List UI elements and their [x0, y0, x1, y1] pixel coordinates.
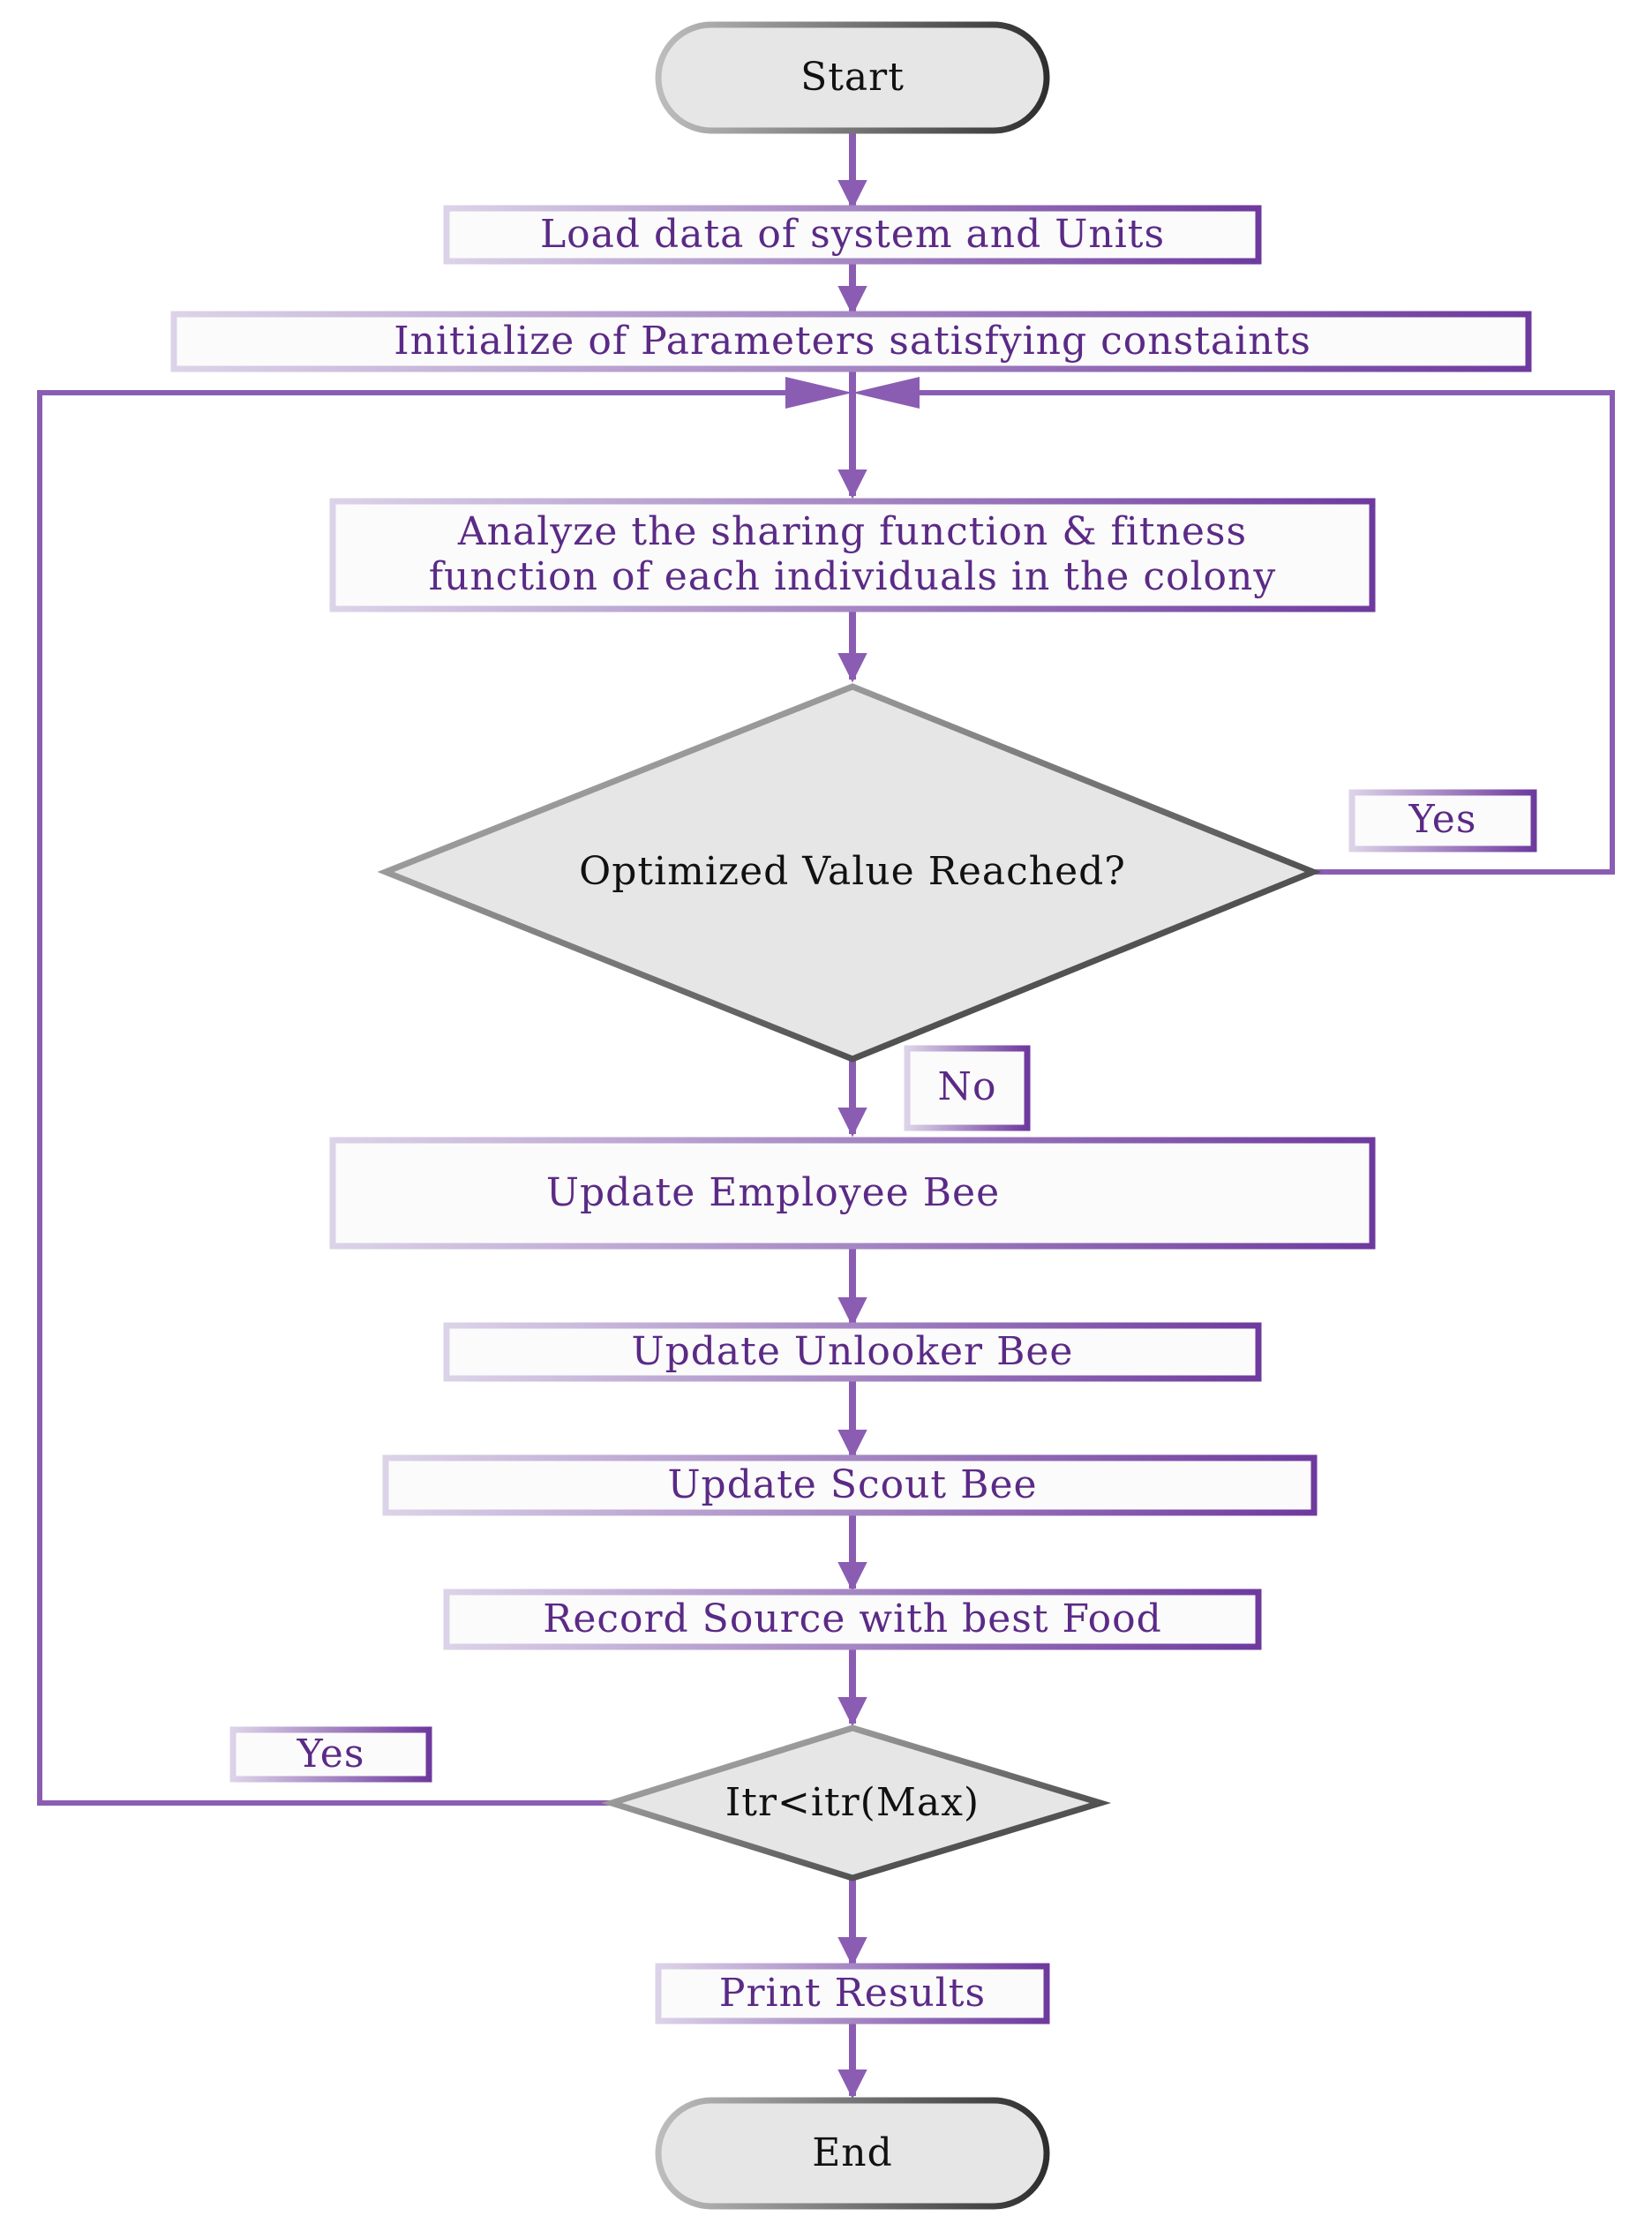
update-employee-box: Update Employee Bee — [329, 1137, 1376, 1250]
update-employee-label: Update Employee Bee — [546, 1170, 1000, 1215]
end-terminal: End — [655, 2097, 1050, 2210]
load-data-box: Load data of system and Units — [443, 205, 1262, 265]
update-scout-label: Update Scout Bee — [667, 1462, 1037, 1507]
print-results-label: Print Results — [719, 1971, 986, 2016]
decision-itr-label: Itr<itr(Max) — [725, 1780, 980, 1825]
analyze-label-line2: function of each individuals in the colo… — [429, 554, 1276, 599]
end-label: End — [812, 2130, 893, 2175]
loop-yes-bottom — [37, 390, 785, 1806]
merge-arrow-left — [785, 377, 852, 409]
start-label: Start — [800, 55, 905, 100]
record-source-label: Record Source with best Food — [543, 1596, 1162, 1641]
yes-label-top-text: Yes — [1408, 797, 1477, 842]
analyze-label-line1: Analyze the sharing function & fitness — [457, 509, 1247, 554]
no-label: No — [904, 1045, 1031, 1131]
update-unlooker-box: Update Unlooker Bee — [443, 1322, 1262, 1382]
initialize-box: Initialize of Parameters satisfying cons… — [170, 311, 1532, 372]
update-unlooker-label: Update Unlooker Bee — [632, 1329, 1074, 1374]
yes-label-bottom: Yes — [229, 1726, 432, 1783]
decision-optimized-label: Optimized Value Reached? — [579, 849, 1126, 894]
record-source-box: Record Source with best Food — [443, 1589, 1262, 1650]
no-label-text: No — [938, 1064, 997, 1109]
connectors — [37, 132, 1615, 2100]
decision-optimized: Optimized Value Reached? — [377, 683, 1322, 1063]
print-results-box: Print Results — [655, 1963, 1050, 2024]
analyze-box: Analyze the sharing function & fitness f… — [329, 498, 1376, 612]
yes-label-bottom-text: Yes — [297, 1731, 365, 1777]
decision-itr: Itr<itr(Max) — [601, 1724, 1112, 1882]
yes-label-top: Yes — [1348, 789, 1537, 853]
start-terminal: Start — [655, 21, 1050, 134]
load-data-label: Load data of system and Units — [540, 212, 1165, 257]
initialize-label: Initialize of Parameters satisfying cons… — [394, 319, 1311, 364]
loop-yes-top — [916, 390, 1615, 875]
merge-arrow-right — [852, 377, 920, 409]
update-scout-box: Update Scout Bee — [382, 1454, 1318, 1516]
